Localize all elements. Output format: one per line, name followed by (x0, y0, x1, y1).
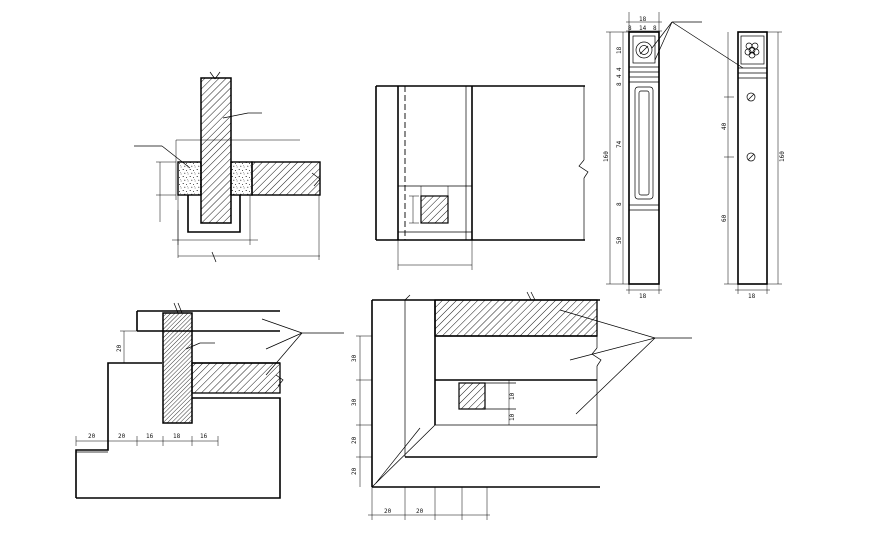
post-hatch (162, 312, 193, 424)
dimension-labels: 18 8 14 8 18 4 4 8 74 8 50 160 18 40 60 … (88, 16, 786, 515)
dim-post-cap: 18 (616, 46, 623, 54)
dim-post-head-inner: 14 (639, 25, 647, 32)
bolt-top-icon (746, 92, 756, 102)
beam-hatch (191, 362, 281, 394)
dim-joint-bottom-5: 16 (200, 433, 208, 440)
dim-post-shaft: 74 (616, 140, 623, 148)
shaft-groove (634, 86, 654, 200)
beam-hatch (251, 161, 321, 196)
dim-corner-vertical-2: 30 (351, 398, 358, 406)
dim-side-upper: 40 (721, 122, 728, 130)
dim-joint-bottom-2: 20 (118, 433, 126, 440)
dim-side-total: 160 (779, 151, 786, 162)
dim-post-base: 50 (616, 236, 623, 244)
wall-elevation-detail (375, 85, 589, 270)
dim-post-lower-neck: 8 (616, 202, 623, 206)
post-side-elevation (724, 31, 782, 294)
concrete-fill-left (177, 161, 202, 196)
concrete-fill-right (230, 161, 253, 196)
post-side-outline (737, 31, 768, 285)
dim-corner-bottom-1: 20 (384, 508, 392, 515)
dim-corner-vertical-3: 20 (351, 436, 358, 444)
dim-joint-bottom-4: 18 (173, 433, 181, 440)
dim-corner-vertical-4: 20 (351, 467, 358, 475)
dim-joint-bottom-3: 16 (146, 433, 154, 440)
post-front-outline (628, 31, 660, 285)
dim-post-head-side-right: 8 (653, 25, 657, 32)
dim-post-collar-a: 4 (616, 67, 623, 71)
block-hatch (420, 195, 449, 224)
dim-joint-height: 20 (116, 344, 123, 352)
dim-post-bottom: 18 (639, 293, 647, 300)
ornament-circle-icon (635, 41, 653, 59)
dim-joint-bottom-1: 20 (88, 433, 96, 440)
dim-side-bottom: 18 (748, 293, 756, 300)
joint-elevation-detail (75, 302, 344, 499)
dim-corner-block-2: 10 (509, 413, 516, 421)
dim-post-total: 160 (603, 151, 610, 162)
corner-joint-detail (356, 291, 692, 520)
dim-post-collar-b: 4 (616, 74, 623, 78)
dim-corner-bottom-2: 20 (416, 508, 424, 515)
bolt-bottom-icon (746, 152, 756, 162)
dim-side-lower: 60 (721, 214, 728, 222)
post-beam-section-detail (134, 71, 321, 263)
post-hatch (200, 77, 232, 224)
dim-corner-vertical-1: 30 (351, 354, 358, 362)
dim-post-neck: 8 (616, 82, 623, 86)
dim-post-top: 18 (639, 16, 647, 23)
top-beam-hatch (434, 299, 598, 337)
block-hatch (458, 382, 486, 410)
post-front-elevation (606, 12, 744, 294)
dim-post-head-side-left: 8 (628, 25, 632, 32)
dim-corner-block-1: 10 (509, 392, 516, 400)
